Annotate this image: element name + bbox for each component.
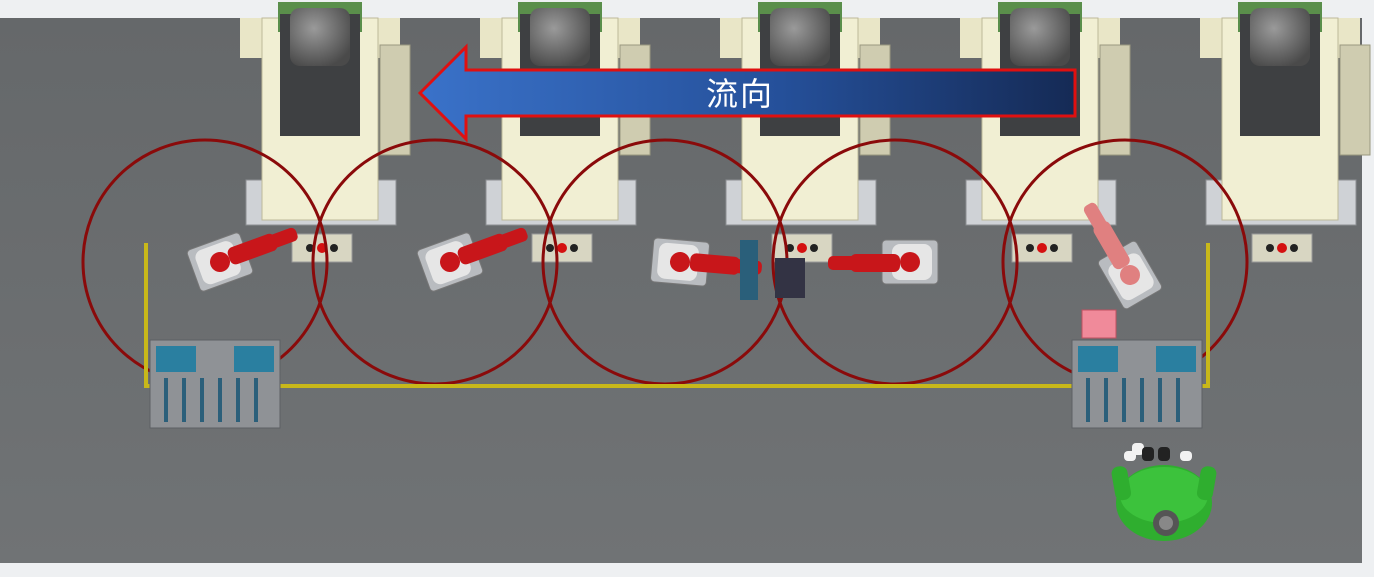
flow-arrow — [417, 43, 1077, 143]
flow-direction-label: 流向 — [705, 75, 774, 113]
indicator-light — [546, 244, 554, 252]
robot-arm — [689, 253, 741, 275]
indicator-light — [330, 244, 338, 252]
machine-side-cabinet — [1339, 44, 1371, 156]
robot-forearm — [267, 227, 298, 249]
robot-joint — [900, 252, 920, 272]
fixture-clamp — [1140, 378, 1144, 422]
fixture-blue-block — [234, 346, 274, 372]
fixture-blue-block — [1078, 346, 1118, 372]
indicator-light — [1266, 244, 1274, 252]
robot-arm — [850, 254, 900, 272]
machine-tank — [530, 8, 590, 66]
fixture-clamp — [164, 378, 168, 422]
machine-tank — [290, 8, 350, 66]
fixture-clamp — [236, 378, 240, 422]
robot-joint — [670, 252, 690, 272]
machine-bracket — [720, 18, 742, 58]
machine-tank — [770, 8, 830, 66]
indicator-light — [797, 243, 807, 253]
robot-arm — [1093, 221, 1130, 270]
gripper-part — [1081, 309, 1117, 339]
fixture-clamp — [218, 378, 222, 422]
machine-tank — [1250, 8, 1310, 66]
machine-bracket — [960, 18, 982, 58]
robot-4 — [828, 239, 939, 285]
safety-fence — [144, 243, 1210, 388]
robot-forearm — [497, 227, 528, 249]
indicator-light — [786, 244, 794, 252]
machine-5 — [1200, 2, 1371, 263]
robot-arm — [457, 233, 508, 265]
robot-arm — [227, 233, 278, 265]
robot-3 — [650, 237, 762, 287]
weld-fixture — [740, 240, 758, 300]
robot-2 — [416, 227, 528, 292]
weld-fixture — [775, 258, 805, 298]
fixture-clamp — [1176, 378, 1180, 422]
indicator-light — [557, 243, 567, 253]
indicator-light — [306, 244, 314, 252]
fixture-blue-block — [156, 346, 196, 372]
robot-joint — [1120, 265, 1140, 285]
indicator-light — [1050, 244, 1058, 252]
machine-1 — [240, 2, 411, 263]
fixture-clamp — [1104, 378, 1108, 422]
machine-bracket — [480, 18, 502, 58]
fixture-clamp — [200, 378, 204, 422]
machine-bracket — [240, 18, 262, 58]
fixture-blue-block — [1156, 346, 1196, 372]
fixture-clamp — [182, 378, 186, 422]
fixture-table-2 — [1071, 339, 1203, 429]
robot-joint — [440, 252, 460, 272]
robot-forearm — [828, 256, 858, 270]
indicator-light — [1290, 244, 1298, 252]
robot-joint — [210, 252, 230, 272]
robot-forearm — [1083, 202, 1108, 233]
fixture-table-1 — [149, 339, 281, 429]
operator-icon — [1111, 443, 1217, 541]
machine-tank — [1010, 8, 1070, 66]
machine-side-cabinet — [1099, 44, 1131, 156]
machine-3 — [720, 2, 891, 263]
indicator-light — [1037, 243, 1047, 253]
indicator-light — [570, 244, 578, 252]
indicator-light — [810, 244, 818, 252]
machine-bracket — [1200, 18, 1222, 58]
fixture-clamp — [1158, 378, 1162, 422]
fixture-clamp — [1122, 378, 1126, 422]
indicator-light — [1026, 244, 1034, 252]
flow-arrow-icon — [417, 43, 1077, 143]
machine-side-cabinet — [379, 44, 411, 156]
indicator-light — [1277, 243, 1287, 253]
fixture-clamp — [254, 378, 258, 422]
robot-5 — [1083, 202, 1163, 310]
fixture-clamp — [1086, 378, 1090, 422]
robot-1 — [186, 227, 298, 292]
machine-2 — [480, 2, 651, 263]
